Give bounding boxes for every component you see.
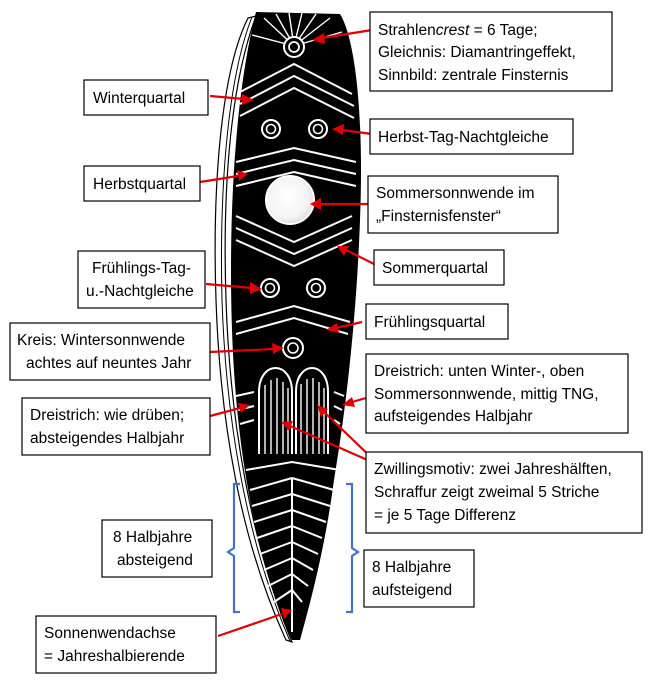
label-strahlencrest: Strahlencrest = 6 Tage; Gleichnis: Diama… (369, 11, 613, 92)
label-dreistrich-rechts: Dreistrich: unten Winter-, oben Sommerso… (365, 353, 629, 434)
chevrons-sommer (235, 215, 353, 268)
svg-text:8 Halbjahre: 8 Halbjahre (372, 559, 451, 576)
fruehlings-circles (260, 278, 326, 298)
svg-text:Frühlingsquartal: Frühlingsquartal (374, 314, 485, 331)
svg-text:Dreistrich: wie drüben;: Dreistrich: wie drüben; (30, 407, 184, 424)
svg-text:Sinnbild: zentrale Finsternis: Sinnbild: zentrale Finsternis (378, 67, 569, 84)
label-fruehlingsquartal: Frühlingsquartal (365, 303, 509, 340)
svg-text:Sommersonnwende, mittig TNG,: Sommersonnwende, mittig TNG, (374, 386, 599, 403)
label-halbjahre-aufsteigend: 8 Halbjahre aufsteigend (363, 549, 475, 608)
svg-text:Herbst-Tag-Nachtgleiche: Herbst-Tag-Nachtgleiche (378, 129, 549, 146)
axis-chevrons (245, 460, 341, 632)
svg-text:Strahlencrest = 6 Tage;: Strahlencrest = 6 Tage; (378, 22, 538, 39)
label-kreis: Kreis: Wintersonnwende achtes auf neunte… (9, 322, 211, 381)
chevrons-winter (239, 62, 355, 119)
blade-object (214, 12, 362, 643)
label-dreistrich-links: Dreistrich: wie drüben; absteigendes Hal… (21, 397, 211, 456)
svg-text:Dreistrich: unten Winter-, obe: Dreistrich: unten Winter-, oben (374, 363, 584, 380)
svg-text:= je 5 Tage Differenz: = je 5 Tage Differenz (374, 507, 516, 524)
svg-text:u.-Nachtgleiche: u.-Nachtgleiche (86, 283, 194, 300)
brace-left (226, 482, 240, 614)
svg-text:Schraffur zeigt zweimal 5 Stri: Schraffur zeigt zweimal 5 Striche (374, 484, 599, 501)
label-herbst-tng: Herbst-Tag-Nachtgleiche (369, 118, 574, 155)
svg-text:Herbstquartal: Herbstquartal (93, 176, 186, 193)
label-herbstquartal: Herbstquartal (83, 165, 201, 202)
blade-body (231, 12, 362, 640)
svg-text:aufsteigendes Halbjahr: aufsteigendes Halbjahr (374, 408, 533, 425)
svg-text:Zwillingsmotiv: zwei Jahreshäl: Zwillingsmotiv: zwei Jahreshälften, (374, 461, 612, 478)
svg-text:Gleichnis: Diamantringeffekt,: Gleichnis: Diamantringeffekt, (378, 44, 576, 61)
sun-disk (265, 175, 315, 225)
twin-motif (235, 367, 345, 454)
label-sonnenwendachse: Sonnenwendachse = Jahreshalbierende (35, 615, 217, 674)
svg-text:aufsteigend: aufsteigend (372, 582, 452, 599)
svg-text:Kreis: Wintersonnwende: Kreis: Wintersonnwende (17, 332, 185, 349)
label-halbjahre-absteigend: 8 Halbjahre absteigend (101, 519, 213, 578)
svg-text:8 Halbjahre: 8 Halbjahre (113, 529, 192, 546)
svg-text:Frühlings-Tag-: Frühlings-Tag- (92, 260, 191, 277)
label-sommersonnwende: Sommersonnwende im „Finsternisfenster“ (367, 175, 559, 234)
svg-text:achtes auf neuntes Jahr: achtes auf neuntes Jahr (26, 355, 191, 372)
label-zwillingsmotiv: Zwillingsmotiv: zwei Jahreshälften, Schr… (365, 451, 643, 534)
svg-text:Winterquartal: Winterquartal (93, 90, 185, 107)
herbst-circles (261, 119, 328, 139)
svg-text:„Finsternisfenster“: „Finsternisfenster“ (376, 208, 501, 225)
svg-text:Sommersonnwende im: Sommersonnwende im (376, 185, 535, 202)
label-winterquartal: Winterquartal (83, 79, 209, 116)
svg-text:absteigendes Halbjahr: absteigendes Halbjahr (30, 430, 184, 447)
chevrons-herbst (235, 146, 357, 187)
label-fruehlings-tng: Frühlings-Tag- u.-Nachtgleiche (77, 250, 206, 309)
svg-text:absteigend: absteigend (117, 552, 193, 569)
svg-text:= Jahreshalbierende: = Jahreshalbierende (44, 648, 185, 665)
svg-text:Sonnenwendachse: Sonnenwendachse (44, 625, 176, 642)
label-sommerquartal: Sommerquartal (373, 249, 505, 286)
brace-right (346, 482, 360, 614)
blade-edge-layers (214, 15, 294, 643)
svg-text:Sommerquartal: Sommerquartal (382, 260, 488, 277)
